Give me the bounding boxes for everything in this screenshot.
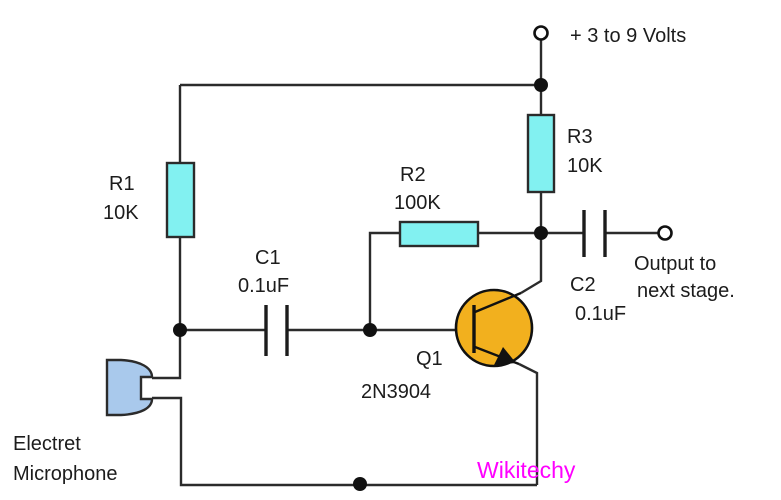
junction-dot-base-node — [363, 323, 377, 337]
output-label-line2: next stage. — [637, 280, 735, 302]
r2-left-wire — [368, 231, 400, 330]
r1-resistor-body — [165, 161, 196, 239]
c1-label: C1 — [255, 247, 281, 269]
output-label-line1: Output to — [634, 253, 716, 275]
collector-wire — [520, 233, 543, 295]
q1-collector-lead — [474, 291, 522, 314]
r3-label: R3 — [567, 126, 593, 148]
c2-label: C2 — [570, 274, 596, 296]
r3-resistor-body — [526, 113, 556, 194]
c2-value: 0.1uF — [575, 303, 626, 325]
c1-value: 0.1uF — [238, 275, 289, 297]
r1-label: R1 — [109, 173, 135, 195]
mic-label-line2: Microphone — [13, 463, 118, 485]
r2-label: R2 — [400, 164, 426, 186]
r2-value: 100K — [394, 192, 441, 214]
emitter-wire — [518, 362, 539, 485]
mic-label-line1: Electret — [13, 433, 81, 455]
watermark-text: Wikitechy — [477, 457, 576, 483]
r1-to-mic-wire — [152, 237, 182, 380]
microphone-symbol — [105, 358, 154, 417]
output-terminal — [657, 225, 673, 241]
r3-value: 10K — [567, 155, 603, 177]
junction-dot-ground-rail — [353, 477, 367, 491]
r1-value: 10K — [103, 202, 139, 224]
supply-terminal — [533, 25, 549, 41]
junction-dot-mic-node — [173, 323, 187, 337]
q1-emitter-arrow-icon — [494, 347, 516, 365]
q1-label: Q1 — [416, 348, 443, 370]
supply-label: + 3 to 9 Volts — [570, 25, 686, 47]
junction-dot-supply — [534, 78, 548, 92]
junction-dot-collector-node — [534, 226, 548, 240]
r2-resistor-body — [398, 220, 480, 248]
q1-value: 2N3904 — [361, 381, 431, 403]
